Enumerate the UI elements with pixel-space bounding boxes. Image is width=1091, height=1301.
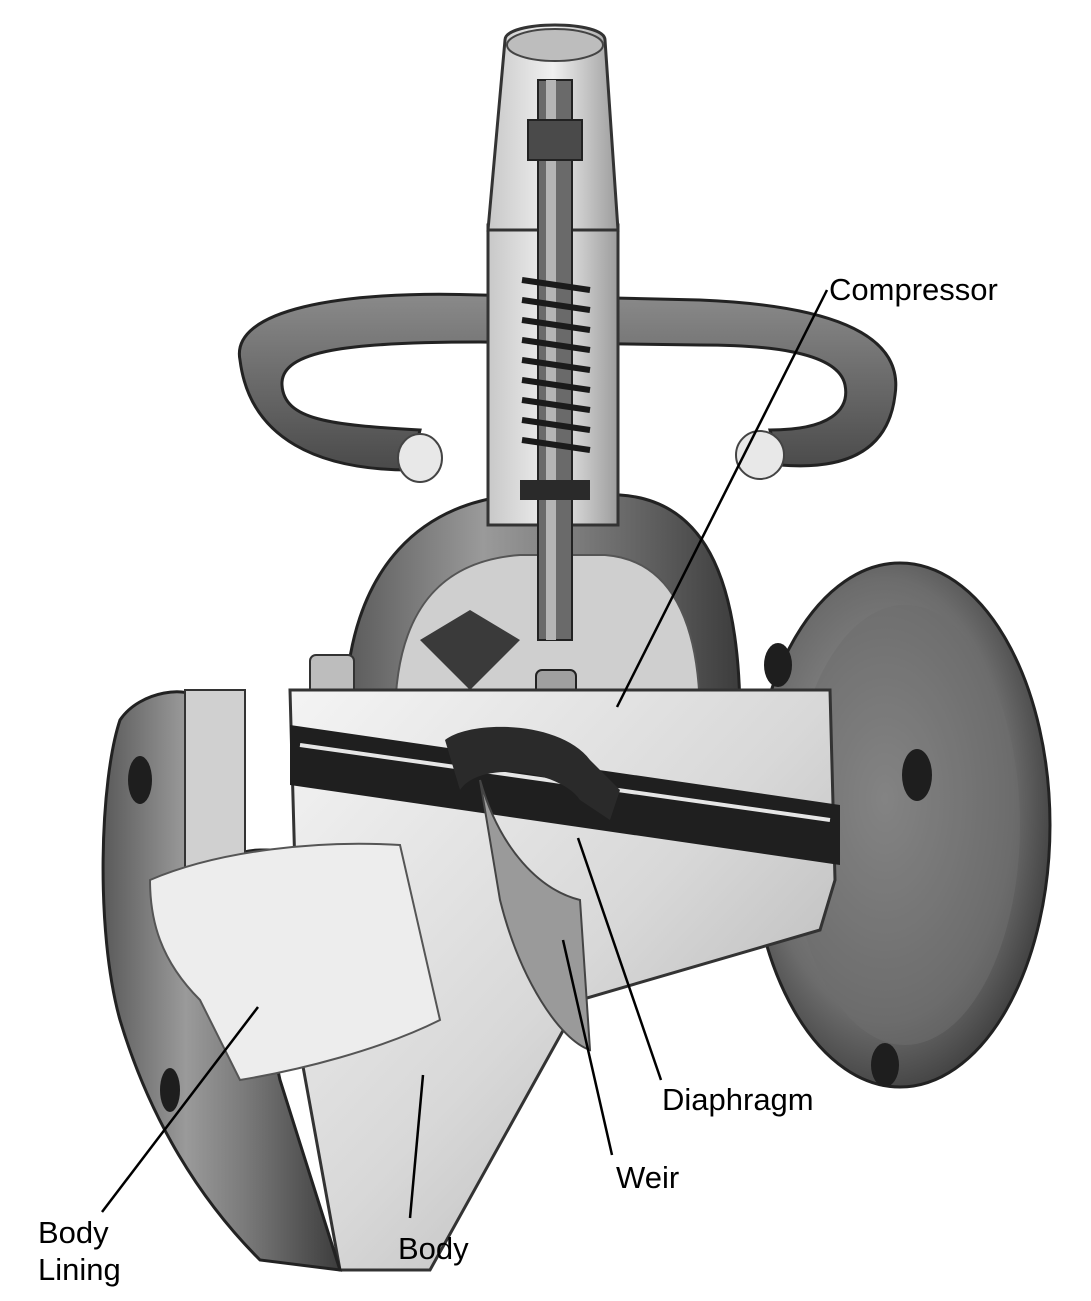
label-body: Body [398,1231,469,1266]
stem-housing [486,23,620,699]
leader-lines [101,289,829,1219]
label-body-lining-line2: Lining [38,1252,121,1287]
leader-compressor [615,289,829,708]
leader-body [408,1074,425,1219]
leader-weir [561,939,614,1156]
leader-body-lining [101,1006,259,1213]
label-body-lining-line1: Body [38,1215,109,1250]
valve-body [288,688,840,1272]
leader-diaphragm [576,837,663,1081]
label-compressor: Compressor [829,272,998,307]
label-diaphragm: Diaphragm [662,1082,814,1117]
left-flange [101,689,442,1272]
handwheel [237,292,898,483]
label-weir: Weir [616,1160,680,1195]
